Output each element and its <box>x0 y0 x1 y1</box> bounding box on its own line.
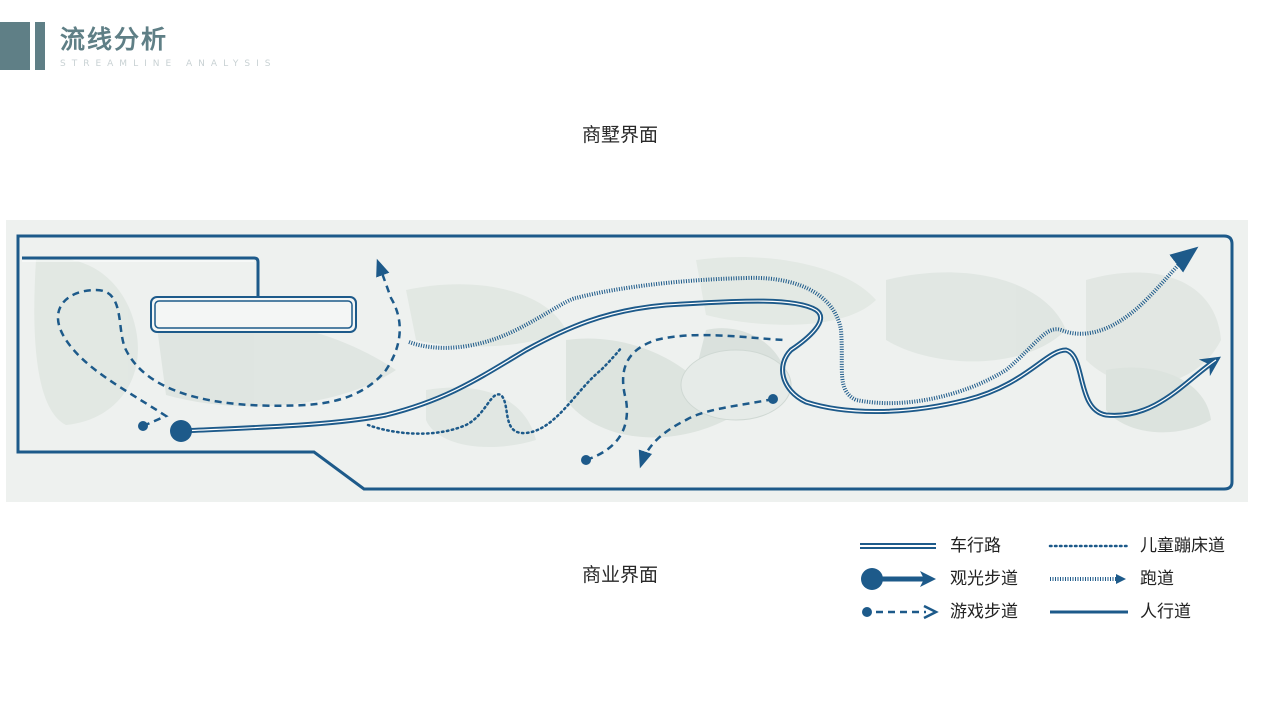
legend-label: 跑道 <box>1140 569 1174 589</box>
game-path-west-start <box>138 421 148 431</box>
top-interface-label: 商墅界面 <box>581 124 658 146</box>
game-path-center-start <box>581 455 591 465</box>
header-accent-stripe <box>35 22 45 70</box>
legend: 车行路 观光步道 游戏步道 儿童蹦床道 跑道 人行道 <box>858 532 1258 632</box>
vehicle-road-branch <box>22 256 260 298</box>
legend-label: 车行路 <box>950 536 1001 556</box>
header-accent-block <box>0 22 30 70</box>
game-path-west <box>56 258 401 428</box>
game-path-east <box>638 397 774 469</box>
vehicle-road-outer <box>16 234 1234 491</box>
legend-label: 人行道 <box>1140 602 1191 622</box>
page-subtitle: STREAMLINE ANALYSIS <box>60 59 277 69</box>
trampoline-path <box>366 346 623 435</box>
legend-dashed-arrow-icon <box>862 604 939 620</box>
central-plaza <box>680 349 792 421</box>
site-plan-diagram <box>6 220 1248 502</box>
legend-solid-line-icon <box>1050 610 1128 614</box>
game-path-east-start <box>768 394 778 404</box>
legend-dotted-line-icon <box>1048 544 1130 548</box>
legend-double-line-icon <box>860 543 936 549</box>
game-path-center <box>585 333 785 462</box>
legend-dot-arrow-icon <box>861 568 936 590</box>
page-title: 流线分析 <box>60 25 169 54</box>
building-outline <box>150 296 357 333</box>
sightseeing-start-dot <box>170 420 192 442</box>
legend-label: 观光步道 <box>950 569 1018 589</box>
legend-label: 儿童蹦床道 <box>1140 536 1225 556</box>
bottom-interface-label: 商业界面 <box>581 564 658 586</box>
legend-hatched-arrow-icon <box>1050 574 1126 584</box>
legend-label: 游戏步道 <box>950 602 1018 622</box>
